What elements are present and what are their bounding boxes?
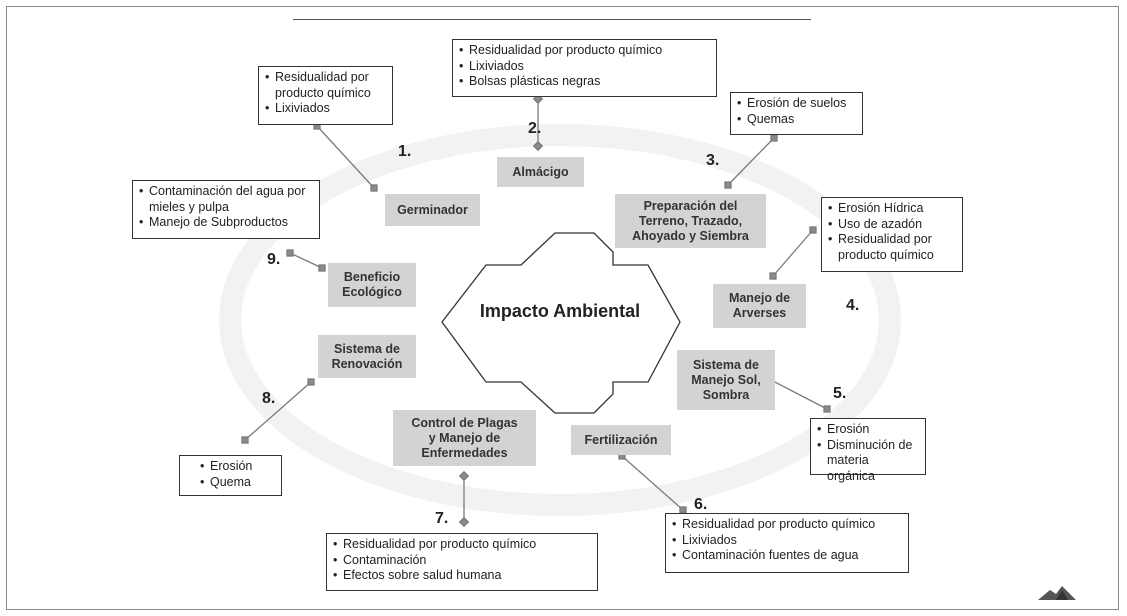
impact-box-2: Residualidad por producto químico Lixivi… bbox=[452, 39, 717, 97]
stage-renovacion: Sistema de Renovación bbox=[318, 335, 416, 378]
impact-item: Erosión bbox=[200, 459, 275, 475]
connector-3-end-top bbox=[770, 134, 778, 142]
impact-item: Erosión de suelos bbox=[737, 96, 856, 112]
connector-4-end-bottom bbox=[769, 272, 777, 280]
step-number-9: 9. bbox=[267, 251, 281, 268]
connector-2-end-bottom bbox=[532, 140, 544, 152]
center-label: Impacto Ambiental bbox=[479, 301, 641, 321]
stage-fertilizacion: Fertilización bbox=[571, 425, 671, 455]
stage-germinador: Germinador bbox=[385, 194, 480, 226]
impact-box-6: Residualidad por producto químico Lixivi… bbox=[665, 513, 909, 573]
impact-item: Erosión bbox=[817, 422, 919, 438]
impact-item: Lixiviados bbox=[459, 59, 710, 75]
impact-item: Bolsas plásticas negras bbox=[459, 74, 710, 90]
connector-5-end-bottom bbox=[823, 405, 831, 413]
impact-item: Erosión Hídrica bbox=[828, 201, 956, 217]
impact-item: Residualidad por producto químico bbox=[672, 517, 902, 533]
stage-beneficio: Beneficio Ecológico bbox=[328, 263, 416, 307]
impact-item: Residualidad por producto químico bbox=[459, 43, 710, 59]
impact-item: Lixiviados bbox=[672, 533, 902, 549]
connector-8-end-bottom bbox=[241, 436, 249, 444]
impact-item: Efectos sobre salud humana bbox=[333, 568, 591, 584]
connector-4 bbox=[772, 229, 814, 277]
stage-control-plagas: Control de Plagas y Manejo de Enfermedad… bbox=[393, 410, 536, 466]
impact-item: Residualidad por producto químico bbox=[333, 537, 591, 553]
connector-8 bbox=[244, 381, 312, 441]
impact-box-5: Erosión Disminución de materia orgánica bbox=[810, 418, 926, 483]
step-number-6: 6. bbox=[694, 496, 708, 513]
connector-8-end-top bbox=[307, 378, 315, 386]
impact-box-3: Erosión de suelos Quemas bbox=[730, 92, 863, 135]
connector-7-end-bottom bbox=[458, 516, 470, 528]
stage-preparacion: Preparación del Terreno, Trazado, Ahoyad… bbox=[615, 194, 766, 248]
step-number-4: 4. bbox=[846, 297, 860, 314]
center-shape bbox=[441, 232, 681, 414]
impact-item: Uso de azadón bbox=[828, 217, 956, 233]
impact-item: Contaminación del agua por mieles y pulp… bbox=[139, 184, 313, 215]
connector-1 bbox=[317, 126, 375, 189]
connector-6 bbox=[621, 455, 684, 511]
impact-box-8: Erosión Quema bbox=[179, 455, 282, 496]
impact-item: Disminución de materia orgánica bbox=[817, 438, 919, 485]
impact-box-9: Contaminación del agua por mieles y pulp… bbox=[132, 180, 320, 239]
connector-7-end-top bbox=[458, 470, 470, 482]
impact-item: Quemas bbox=[737, 112, 856, 128]
stage-almacigo: Almácigo bbox=[497, 157, 584, 187]
impact-item: Lixiviados bbox=[265, 101, 386, 117]
impact-item: Residualidad por producto químico bbox=[828, 232, 956, 263]
impact-item: Residualidad por producto químico bbox=[265, 70, 386, 101]
impact-item: Contaminación bbox=[333, 553, 591, 569]
impact-box-7: Residualidad por producto químico Contam… bbox=[326, 533, 598, 591]
connector-5 bbox=[770, 379, 828, 410]
connector-9-end-top bbox=[286, 249, 294, 257]
impact-item: Contaminación fuentes de agua bbox=[672, 548, 902, 564]
mountain-logo-icon bbox=[1038, 586, 1076, 600]
step-number-1: 1. bbox=[398, 143, 412, 160]
step-number-3: 3. bbox=[706, 152, 720, 169]
connector-3-end-bottom bbox=[724, 181, 732, 189]
connector-3 bbox=[727, 137, 775, 186]
connector-4-end-top bbox=[809, 226, 817, 234]
connector-9-end-bottom bbox=[318, 264, 326, 272]
figure-frame bbox=[6, 6, 1119, 610]
connector-1-end-bottom bbox=[370, 184, 378, 192]
impact-item: Manejo de Subproductos bbox=[139, 215, 313, 231]
impact-box-1: Residualidad por producto químico Lixivi… bbox=[258, 66, 393, 125]
step-number-8: 8. bbox=[262, 390, 276, 407]
impact-item: Quema bbox=[200, 475, 275, 491]
background-ring bbox=[219, 124, 901, 516]
connector-9 bbox=[289, 252, 323, 269]
step-number-7: 7. bbox=[435, 510, 449, 527]
impact-box-4: Erosión Hídrica Uso de azadón Residualid… bbox=[821, 197, 963, 272]
step-number-2: 2. bbox=[528, 120, 542, 137]
top-rule bbox=[293, 19, 811, 20]
step-number-5: 5. bbox=[833, 385, 847, 402]
stage-sol-sombra: Sistema de Manejo Sol, Sombra bbox=[677, 350, 775, 410]
stage-manejo-arverses: Manejo de Arverses bbox=[713, 284, 806, 328]
